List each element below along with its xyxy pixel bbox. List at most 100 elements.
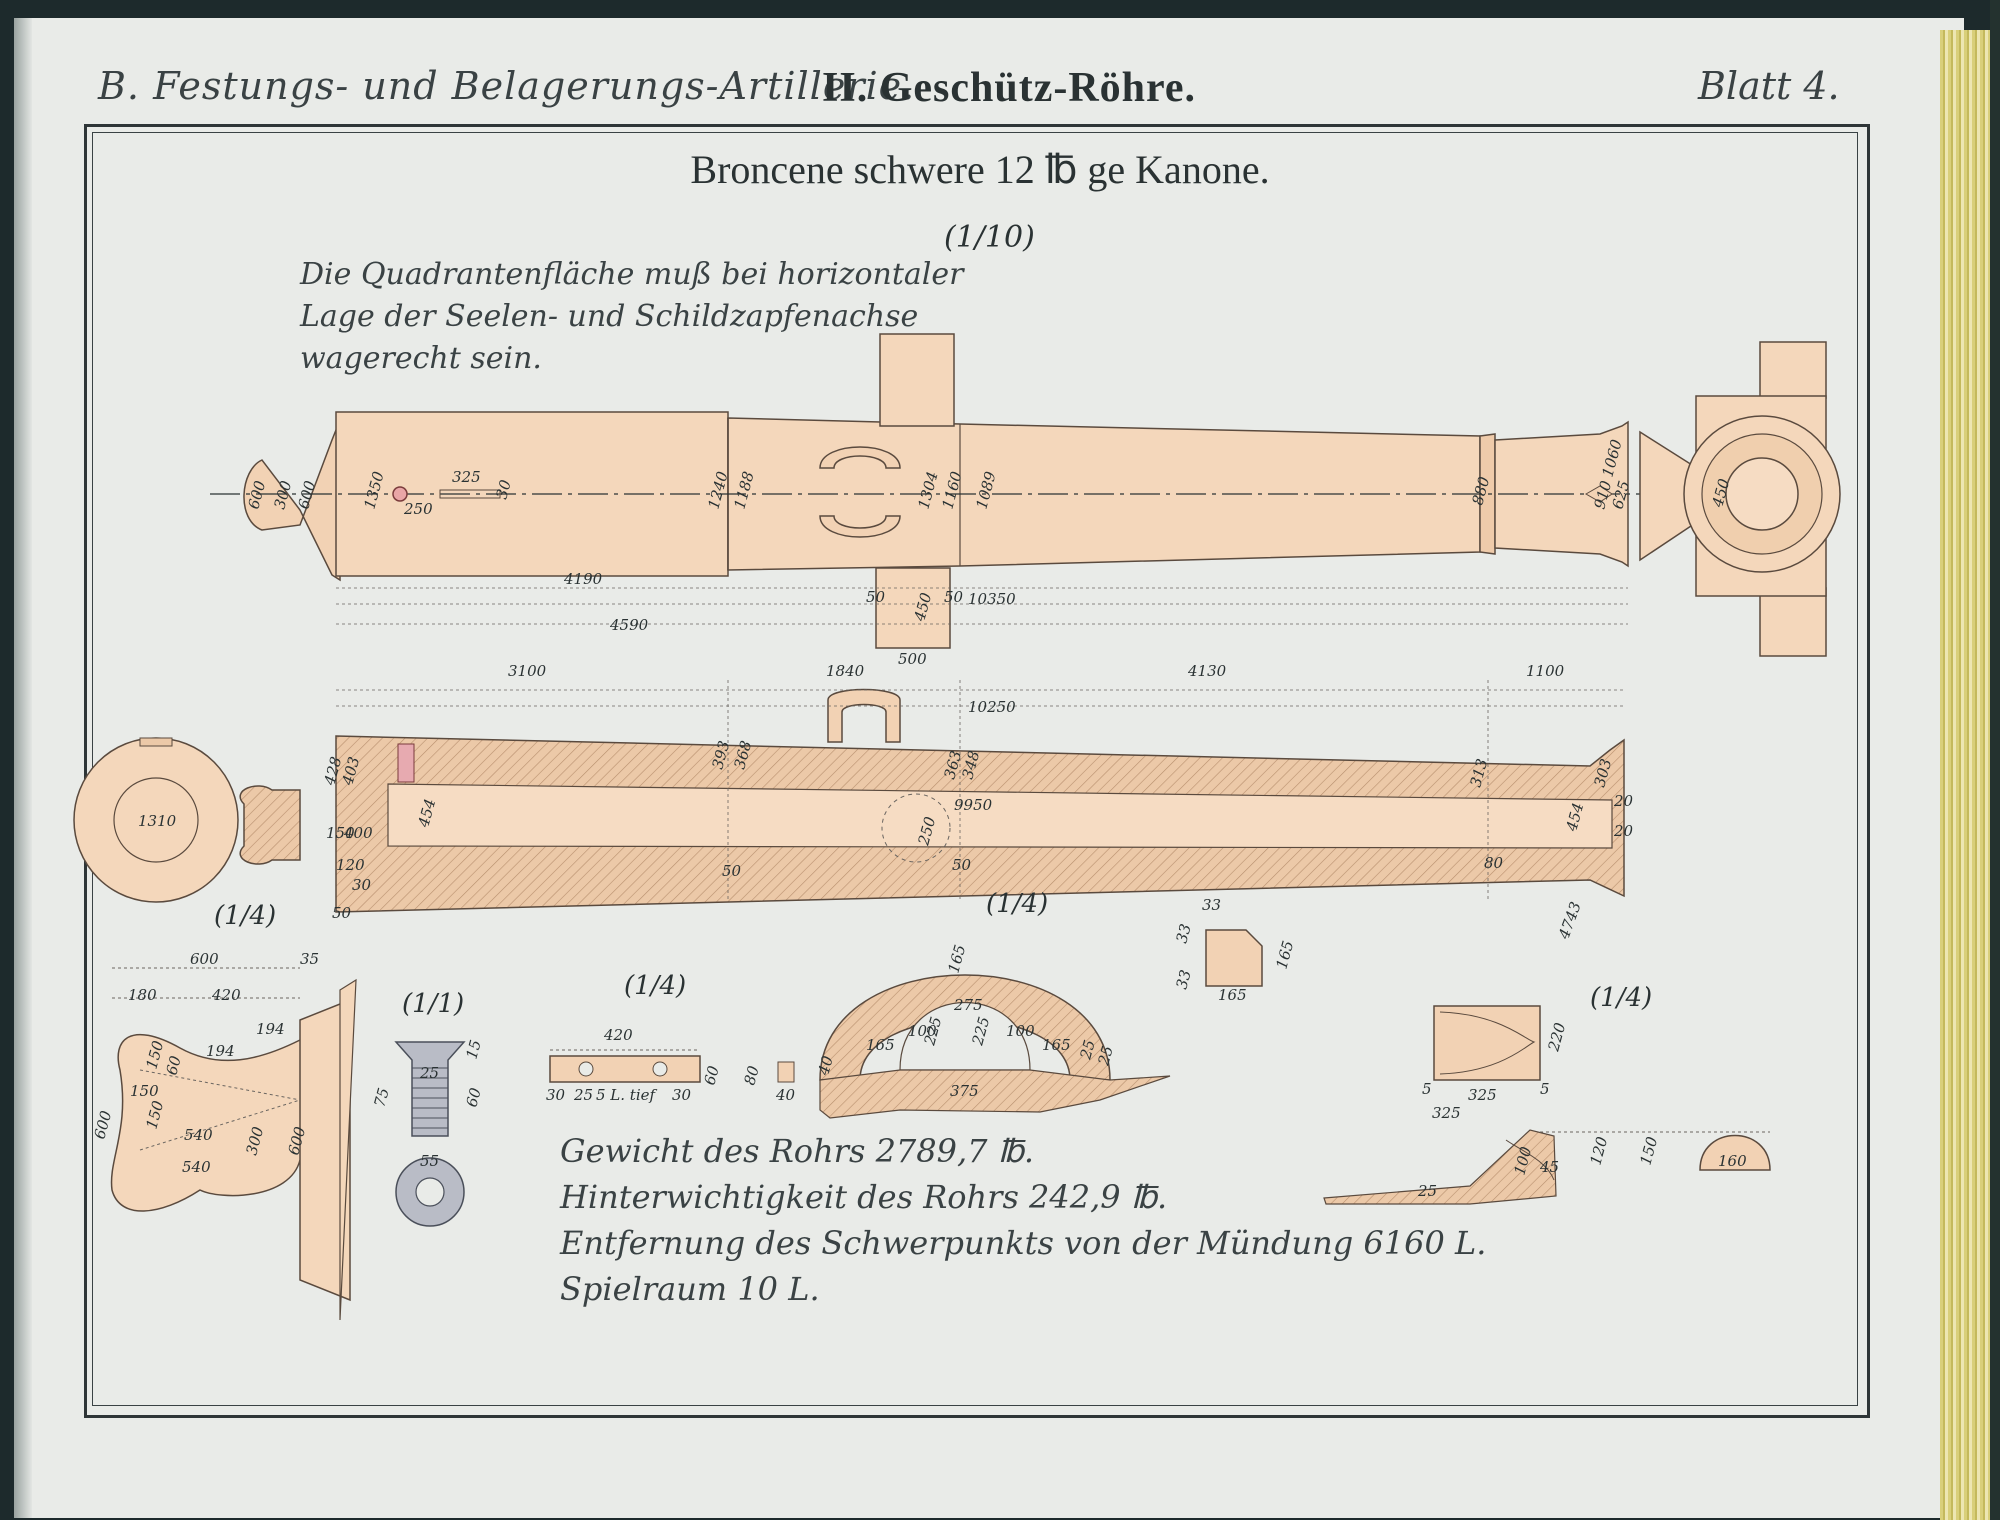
dim-tr-165c: 165 bbox=[1042, 1036, 1071, 1054]
dim-casc-600: 600 bbox=[190, 950, 219, 968]
dim-handle-30b: 30 bbox=[672, 1086, 692, 1104]
handle-bar-detail: 420 30 25 5 L. tief 30 60 80 40 bbox=[546, 1026, 796, 1104]
dim-m-20a: 20 bbox=[1613, 792, 1634, 810]
cascabel-detail: 600 35 180 420 194 194 150 60 150 150 54… bbox=[90, 950, 357, 1321]
dim-trun-500: 500 bbox=[898, 650, 927, 668]
dim-vent-30: 30 bbox=[492, 477, 514, 501]
dim-handle-40: 40 bbox=[775, 1086, 796, 1104]
dim-bar-33c: 33 bbox=[1172, 968, 1194, 991]
dim-sight-5a: 5 bbox=[1422, 1080, 1432, 1098]
spec-preponderance: Hinterwichtigkeit des Rohrs 242,9 ℔. bbox=[560, 1178, 1168, 1216]
dim-handle-30a: 30 bbox=[546, 1086, 566, 1104]
front-sight bbox=[1584, 485, 1613, 503]
dim-screw-15: 15 bbox=[462, 1038, 484, 1061]
dim-tr-25a: 25 bbox=[1076, 1038, 1099, 1062]
plate-frame bbox=[84, 124, 1870, 1418]
dim-casc-194b: 194 bbox=[256, 1020, 285, 1038]
dim-vent-250: 250 bbox=[403, 500, 433, 518]
dim-casc-540b: 540 bbox=[182, 1158, 211, 1176]
dim-breech-30: 30 bbox=[352, 876, 372, 894]
dim-sight-120: 120 bbox=[1586, 1134, 1611, 1167]
bore bbox=[387, 783, 1613, 849]
barrel-top-view: 600 300 600 1350 325 250 30 1240 1188 13… bbox=[210, 333, 1650, 668]
dim-m-50a: 50 bbox=[722, 862, 742, 880]
dolphin-handle-lower bbox=[819, 515, 901, 538]
dim-handle-80: 80 bbox=[740, 1063, 762, 1087]
vent-screw-detail: 25 15 75 60 55 bbox=[370, 1038, 485, 1227]
screw-scale-label: (1/1) bbox=[402, 989, 464, 1019]
trunnion-outline bbox=[881, 793, 951, 863]
dim-total-10250: 10250 bbox=[968, 698, 1016, 716]
dim-m-50b: 50 bbox=[952, 856, 972, 874]
dim-m-4743: 4743 bbox=[1555, 899, 1585, 942]
dim-handle-60: 60 bbox=[700, 1063, 722, 1087]
dolphin-handle-upper bbox=[819, 446, 901, 469]
dim-handle-25: 25 bbox=[573, 1086, 593, 1104]
note-line-3: wagerecht sein. bbox=[300, 341, 542, 376]
dim-sight-25: 25 bbox=[1417, 1182, 1437, 1200]
dim-casc-35: 35 bbox=[300, 950, 319, 968]
section-handle bbox=[827, 688, 901, 743]
dim-tr-165a: 165 bbox=[944, 943, 969, 975]
handle-section-detail: 165 165 165 275 225 225 100 100 375 40 2… bbox=[814, 896, 1297, 1119]
dim-disc-1310: 1310 bbox=[138, 812, 177, 830]
dim-bar-165a: 165 bbox=[1218, 986, 1247, 1004]
spec-windage: Spielraum 10 L. bbox=[560, 1270, 820, 1308]
dim-tr-25b: 25 bbox=[1094, 1044, 1117, 1068]
dim-casc-150b: 150 bbox=[130, 1082, 159, 1100]
breech-disc-view: 1310 bbox=[73, 737, 239, 903]
section-cascabel bbox=[239, 785, 301, 865]
muzzle-end-view: 450 bbox=[1639, 341, 1841, 657]
dim-tr-100a: 100 bbox=[908, 1022, 937, 1040]
sight-scale-label: (1/4) bbox=[1590, 983, 1652, 1013]
dim-screw-75: 75 bbox=[370, 1086, 392, 1109]
dim-trun-50a: 50 bbox=[866, 588, 886, 606]
dim-trun-50b: 50 bbox=[944, 588, 964, 606]
vent-channel bbox=[397, 743, 415, 783]
dim-m-20b: 20 bbox=[1613, 822, 1634, 840]
dim-breech-400: 400 bbox=[343, 824, 373, 842]
quadrant-note: Die Quadrantenfläche muß bei horizontale… bbox=[300, 254, 964, 380]
dim-screw-60: 60 bbox=[462, 1085, 484, 1109]
dim-breech-50: 50 bbox=[332, 904, 352, 922]
dim-tr-275: 275 bbox=[953, 996, 983, 1014]
dim-tr-40: 40 bbox=[814, 1053, 837, 1078]
cascabel-scale-label: (1/4) bbox=[214, 901, 276, 931]
plate-title: Broncene schwere 12 ℔ ge Kanone. bbox=[690, 147, 1270, 192]
spec-weight: Gewicht des Rohrs 2789,7 ℔. bbox=[560, 1132, 1035, 1170]
book-cover-edge bbox=[1990, 0, 2000, 1520]
dim-len-4590: 4590 bbox=[609, 616, 649, 634]
dim-bar-33b: 33 bbox=[1172, 922, 1194, 945]
dim-seg-3100: 3100 bbox=[508, 662, 547, 680]
dim-len-10350: 10350 bbox=[968, 590, 1016, 608]
handle-bar-section bbox=[1205, 929, 1263, 987]
dim-sight-5b: 5 bbox=[1540, 1080, 1550, 1098]
dim-len-4190: 4190 bbox=[563, 570, 603, 588]
trunnion-scale-label: (1/4) bbox=[986, 889, 1048, 919]
note-line-1: Die Quadrantenfläche muß bei horizontale… bbox=[300, 257, 964, 292]
dim-tr-100b: 100 bbox=[1006, 1022, 1035, 1040]
chapter-heading: II. Geschütz-Röhre. bbox=[822, 65, 1197, 111]
dim-breech-150: 150 bbox=[326, 824, 355, 842]
astragal-ring bbox=[1479, 433, 1496, 555]
dim-screw-55: 55 bbox=[420, 1152, 439, 1170]
dim-casc-600b: 600 bbox=[90, 1108, 115, 1141]
section-heading: B. Festungs- und Belagerungs-Artillerie. bbox=[98, 64, 916, 108]
note-line-2: Lage der Seelen- und Schildzapfenachse bbox=[300, 299, 919, 334]
dim-casc-60: 60 bbox=[162, 1053, 184, 1077]
barrel-section-view: 3100 1840 4130 1100 10250 9950 393 368 3… bbox=[239, 662, 1634, 942]
dim-sight-325a: 325 bbox=[1468, 1086, 1497, 1104]
dim-casc-180: 180 bbox=[128, 986, 157, 1004]
dim-sight-220: 220 bbox=[1544, 1020, 1569, 1054]
plate-number: Blatt 4. bbox=[1698, 64, 1840, 108]
specifications-block: Gewicht des Rohrs 2789,7 ℔. Hinterwichti… bbox=[560, 1128, 1486, 1312]
book-gutter bbox=[14, 18, 32, 1518]
dim-tr-165b: 165 bbox=[866, 1036, 895, 1054]
dim-screw-25: 25 bbox=[419, 1064, 439, 1082]
dim-seg-4130: 4130 bbox=[1187, 662, 1227, 680]
dim-casc-194a: 194 bbox=[206, 1042, 235, 1060]
dim-sight-150: 150 bbox=[1636, 1134, 1661, 1167]
vent-hole bbox=[392, 486, 408, 502]
